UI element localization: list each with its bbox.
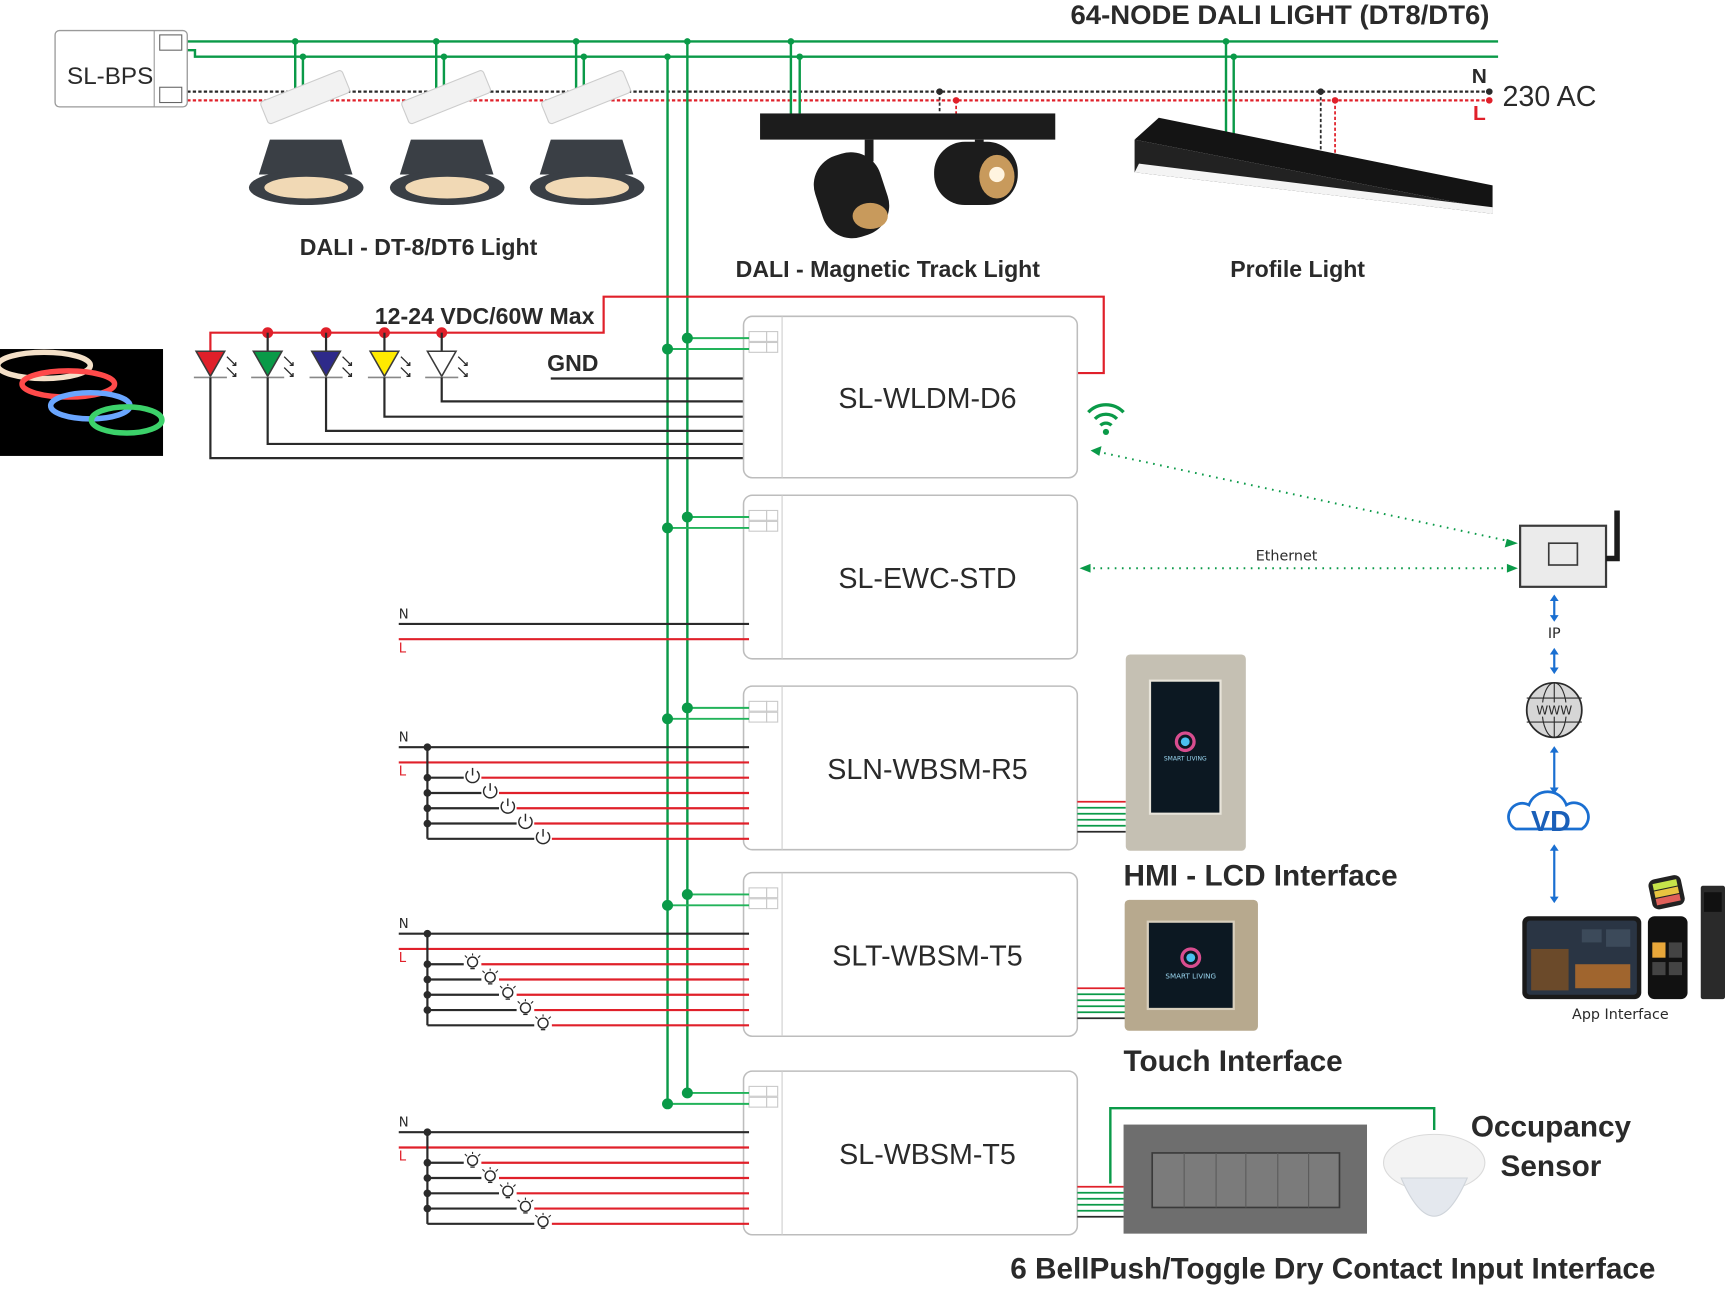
gnd-label: GND xyxy=(547,350,598,376)
bulb-switch-icon xyxy=(482,968,499,985)
power-switch-icon xyxy=(500,798,516,814)
power-switch-icon xyxy=(482,783,498,799)
power-switch-icon xyxy=(518,813,533,830)
neutral-input-label: N xyxy=(399,917,409,932)
globe-icon: WWW xyxy=(1525,681,1583,739)
app-interface-label: App Interface xyxy=(1572,1007,1669,1023)
gateway-links xyxy=(1079,446,1518,573)
bulb-switch-icon xyxy=(534,1212,552,1229)
downlight xyxy=(529,38,645,206)
live-input-label: L xyxy=(399,641,407,656)
neutral-input-label: N xyxy=(399,731,409,746)
neutral-input-label: N xyxy=(399,1116,409,1131)
hmi-brand: SMART LIVING xyxy=(1164,755,1207,762)
module-label: SL-WBSM-T5 xyxy=(839,1139,1016,1171)
neutral-input-label: N xyxy=(399,608,409,623)
bulb-switch-icon xyxy=(534,1014,552,1031)
module-wldm: SL-WLDM-D6 xyxy=(662,315,1079,479)
www-label: WWW xyxy=(1536,703,1572,717)
downlight xyxy=(248,38,364,206)
module-wbsm_t5b: SL-WBSM-T5 N L xyxy=(398,1070,1124,1236)
module-wbsm_t5a: SLT-WBSM-T5 N L xyxy=(398,871,1126,1037)
neutral-label: N xyxy=(1472,65,1487,88)
downlight xyxy=(389,38,505,206)
bulb-switch-icon xyxy=(499,983,516,1000)
bps-label: SL-BPS xyxy=(67,63,153,90)
downlight-group xyxy=(248,38,645,206)
bulb-switch-icon xyxy=(517,1197,534,1214)
live-input-label: L xyxy=(399,1150,407,1165)
bulb-switch-icon xyxy=(464,1151,481,1168)
occupancy-label-line2: Sensor xyxy=(1501,1150,1602,1183)
mains-lines xyxy=(187,88,1493,104)
downlight-label: DALI - DT-8/DT6 Light xyxy=(300,234,538,260)
bidirectional-arrow-icon xyxy=(1549,594,1559,622)
app-interface-devices xyxy=(1522,875,1725,1000)
bellpush-label: 6 BellPush/Toggle Dry Contact Input Inte… xyxy=(1010,1252,1655,1285)
led-diode-icon xyxy=(309,350,353,379)
occupancy-sensor xyxy=(1382,1133,1486,1217)
led-diode-icon xyxy=(425,350,468,379)
led-strip-image xyxy=(0,349,165,456)
bidirectional-arrow-icon xyxy=(1549,844,1559,904)
touch-brand: SMART LIVING xyxy=(1165,971,1216,980)
live-input-label: L xyxy=(399,951,407,966)
module-label: SL-EWC-STD xyxy=(838,563,1016,595)
bulb-switch-icon xyxy=(482,1167,499,1184)
bulb-switch-icon xyxy=(499,1182,516,1199)
led-diode-icon xyxy=(251,350,294,379)
ip-label: IP xyxy=(1548,626,1561,642)
led-channels xyxy=(193,295,1105,460)
module-ewc: SL-EWC-STD N L xyxy=(398,494,1079,660)
diagram-title: 64-NODE DALI LIGHT (DT8/DT6) xyxy=(1070,0,1489,30)
track-light xyxy=(760,38,1056,239)
module-label: SLT-WBSM-T5 xyxy=(832,940,1022,972)
bulb-switch-icon xyxy=(517,999,534,1016)
dali-bus-top xyxy=(187,40,1499,58)
bellpush-plate xyxy=(1109,1107,1436,1234)
hmi-label: HMI - LCD Interface xyxy=(1124,860,1398,893)
ip-chain xyxy=(1549,594,1559,904)
led-diode-icon xyxy=(367,350,411,379)
bidirectional-arrow-icon xyxy=(1549,647,1559,675)
profile-light-label: Profile Light xyxy=(1230,256,1365,282)
supply-label: 230 AC xyxy=(1502,81,1596,113)
track-light-label: DALI - Magnetic Track Light xyxy=(736,256,1041,282)
bus-power-supply: SL-BPS xyxy=(54,29,188,108)
profile-light xyxy=(1134,38,1493,214)
hmi-lcd-panel: SMART LIVING xyxy=(1125,654,1246,851)
touch-panel: SMART LIVING xyxy=(1124,899,1258,1031)
wifi-icon xyxy=(1087,403,1125,435)
ethernet-label: Ethernet xyxy=(1256,549,1318,565)
live-input-label: L xyxy=(399,765,407,780)
bulb-switch-icon xyxy=(464,953,481,970)
cloud-label: VD xyxy=(1531,806,1571,838)
occupancy-label-line1: Occupancy xyxy=(1471,1111,1632,1144)
module-label: SL-WLDM-D6 xyxy=(838,383,1016,415)
dali-bus-vertical xyxy=(664,38,691,1102)
live-label: L xyxy=(1473,102,1486,125)
gateway-device xyxy=(1519,510,1620,588)
cloud-icon: VD xyxy=(1507,790,1590,838)
bidirectional-arrow-icon xyxy=(1549,746,1559,795)
led-voltage-label: 12-24 VDC/60W Max xyxy=(375,303,595,329)
module-wbsm_r5: SLN-WBSM-R5 N L xyxy=(398,685,1126,851)
led-diode-icon xyxy=(193,350,237,379)
power-switch-icon xyxy=(535,828,551,845)
power-switch-icon xyxy=(465,767,480,784)
touch-label: Touch Interface xyxy=(1124,1045,1343,1078)
module-label: SLN-WBSM-R5 xyxy=(827,754,1027,786)
